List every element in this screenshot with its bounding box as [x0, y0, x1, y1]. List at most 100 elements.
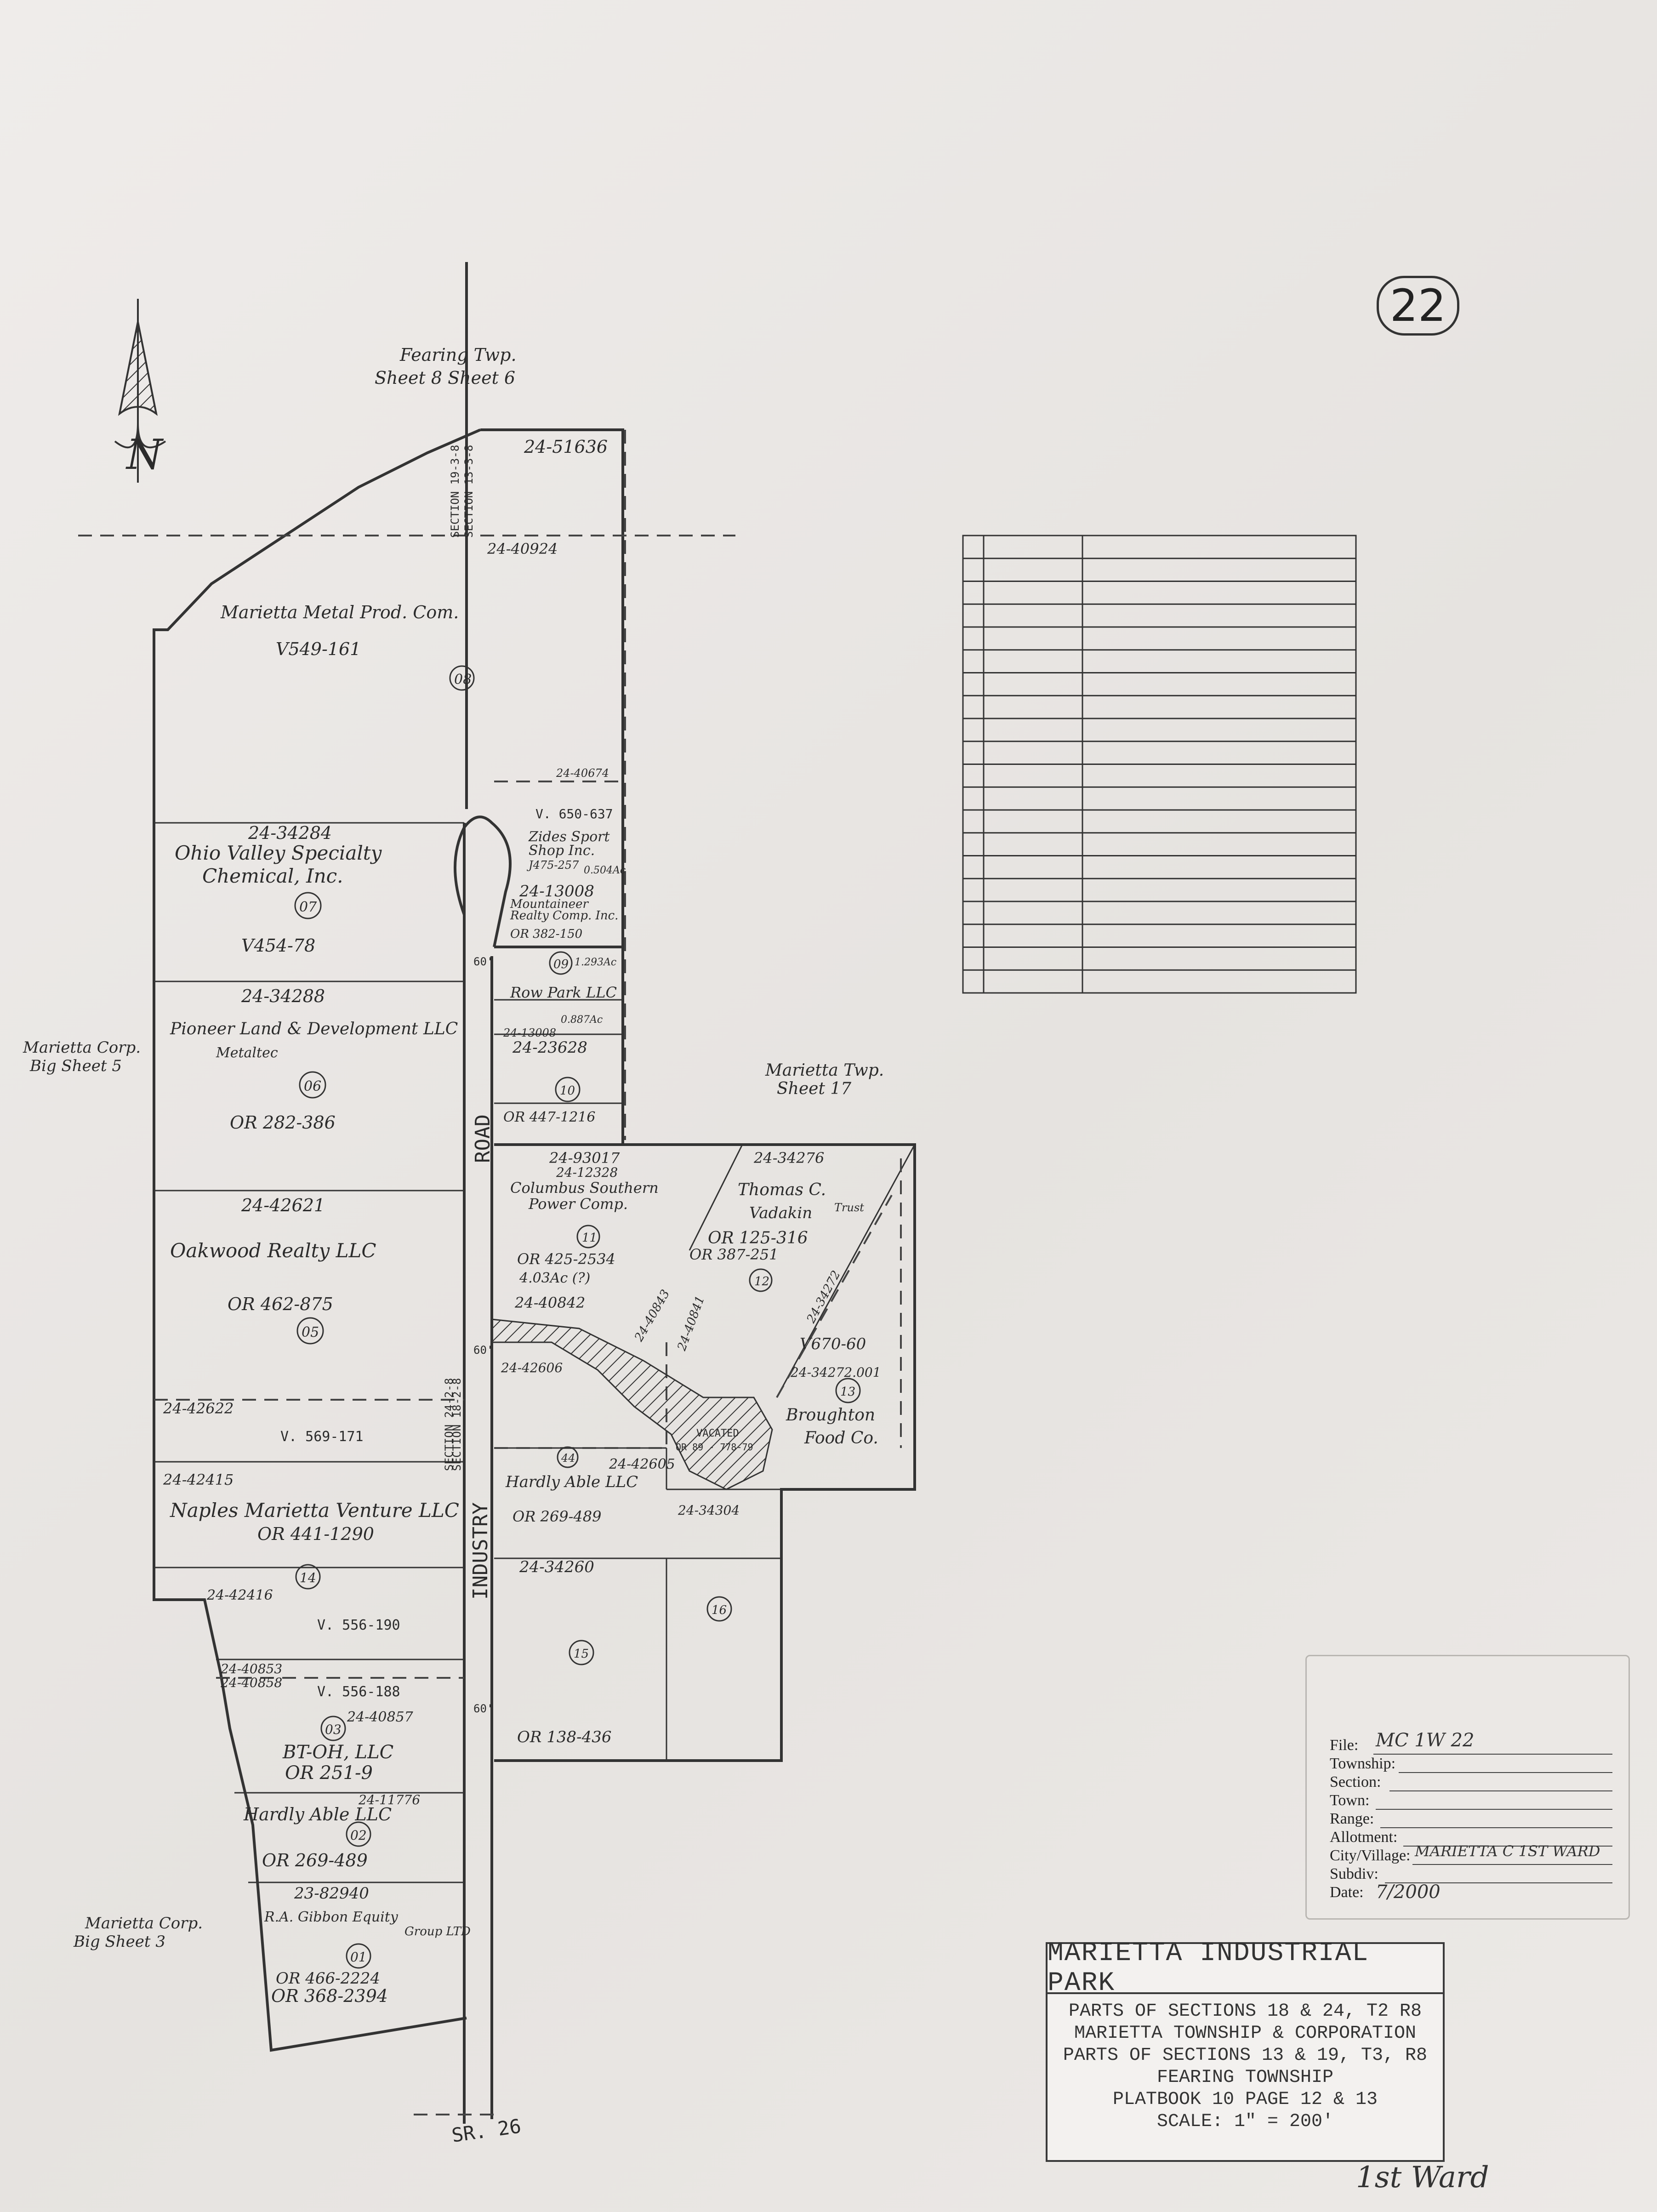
parcel-owner: Oakwood Realty LLC [170, 1239, 376, 1262]
parcel-area: 0.504Ac [584, 865, 626, 876]
lot-number: 44 [561, 1452, 575, 1465]
parcel-num: 24-42416 [206, 1587, 273, 1603]
fearing-twp-label: Fearing Twp. [399, 345, 517, 365]
parcel-book: OR 368-2394 [271, 1986, 388, 2006]
title-line-1: PARTS OF SECTIONS 18 & 24, T2 R8 [1068, 2001, 1422, 2022]
parcel-num: 24-42606 [501, 1360, 563, 1375]
lot-number: 06 [304, 1078, 321, 1095]
title-line-6: SCALE: 1" = 200' [1156, 2111, 1334, 2132]
section-label-lower: SECTION 24-2-8 [443, 1378, 456, 1471]
corp-big5-label: Marietta Corp. [23, 1038, 141, 1057]
parcel-trust: Trust [834, 1201, 864, 1214]
sr26-label: SR. 26 [450, 2115, 523, 2147]
parcel-owner: Naples Marietta Venture LLC [170, 1499, 459, 1522]
parcel-book: V. 650-637 [535, 806, 613, 821]
title-block-title: MARIETTA INDUSTRIAL PARK [1048, 1938, 1443, 1998]
parcel-area: 4.03Ac (?) [519, 1270, 590, 1286]
parcel-owner: Shop Inc. [529, 843, 595, 859]
parcel-owner: Columbus Southern [510, 1179, 659, 1197]
east-boundary-north [480, 428, 624, 768]
parcel-owner: Chemical, Inc. [202, 865, 343, 887]
file-value: MC 1W 22 [1376, 1730, 1475, 1751]
section-label-lower-b: SECTION 18-2-8 [450, 1378, 463, 1471]
parcel-owner: Power Comp. [528, 1195, 628, 1213]
road-label: ROAD [471, 1114, 495, 1163]
date-label: Date: [1330, 1884, 1364, 1901]
parcel-num: 24-34272 [804, 1268, 843, 1326]
parcel-num: 24-34288 [241, 986, 325, 1006]
parcel-num: 24-40843 [632, 1288, 673, 1345]
lot-number: 14 [300, 1570, 316, 1585]
parcel-book: OR 387-251 [689, 1246, 778, 1263]
parcel-book: V670-60 [800, 1335, 866, 1353]
parcel-owner: Realty Comp. Inc. [510, 909, 618, 923]
vacated-road-hatch [491, 1318, 773, 1490]
parcel-owner: Hardly Able LLC [243, 1804, 392, 1824]
date-value: 7/2000 [1376, 1881, 1441, 1903]
town-label: Town: [1330, 1792, 1370, 1809]
road-width-3: 60' [473, 1702, 493, 1715]
parcel-owner: Ohio Valley Specialty [175, 842, 382, 864]
parcel-num: 24-42605 [609, 1456, 675, 1472]
marietta-twp-label: Marietta Twp. [765, 1061, 884, 1080]
parcel-num: 24-40853 [220, 1661, 282, 1676]
parcel-num: 24-40858 [220, 1675, 282, 1690]
vacated-book: OR 89 - 778-79 [676, 1442, 753, 1453]
parcel-num: 24-42415 [163, 1471, 233, 1488]
lot-number: 16 [712, 1603, 727, 1617]
parcel-owner: Mountaineer [510, 897, 589, 911]
lot-number: 02 [350, 1828, 367, 1843]
parcel-num: 24-11776 [358, 1792, 420, 1807]
parcel-owner: R.A. Gibbon Equity [264, 1909, 399, 1925]
parcel-book: OR 447-1216 [503, 1109, 595, 1125]
lot-number: 13 [840, 1385, 855, 1399]
lot-number: 10 [560, 1084, 575, 1098]
parcel-owner: Vadakin [749, 1204, 812, 1222]
parcel-book: V. 556-190 [317, 1617, 400, 1633]
parcel-area: 0.887Ac [561, 1014, 603, 1026]
parcel-book: OR 425-2534 [517, 1250, 615, 1268]
industry-road-label: INDUSTRY [469, 1502, 492, 1600]
lot-number: 03 [325, 1722, 342, 1737]
parcel-num: 24-93017 [549, 1149, 620, 1167]
parcel-num: 24-34276 [753, 1149, 824, 1167]
lot-number: 11 [582, 1231, 597, 1245]
title-line-2: MARIETTA TOWNSHIP & CORPORATION [1074, 2023, 1417, 2044]
lot-number: 01 [350, 1950, 367, 1965]
corp-big3-sheet: Big Sheet 3 [73, 1933, 165, 1951]
lot-number: 08 [454, 672, 472, 688]
parcel-owner: Group LTD [404, 1925, 471, 1938]
section-label-upper-b: SECTION 13-3-8 [462, 445, 475, 538]
parcel-book: OR 282-386 [230, 1112, 336, 1133]
parcel-book: OR 462-875 [228, 1294, 333, 1314]
parcel-num: 24-42621 [241, 1195, 325, 1215]
section-label: Section: [1330, 1773, 1381, 1790]
corp-big5-sheet: Big Sheet 5 [29, 1057, 122, 1075]
parcel-owner: Food Co. [804, 1429, 878, 1448]
title-line-3: PARTS OF SECTIONS 13 & 19, T3, R8 [1063, 2045, 1428, 2066]
parcel-book: OR 382-150 [510, 927, 582, 941]
range-label: Range: [1330, 1810, 1374, 1827]
parcel-num: 24-34304 [678, 1503, 740, 1518]
sheet-number-text: 22 [1389, 280, 1446, 331]
ward-note: 1st Ward [1356, 2161, 1489, 2195]
parcel-owner: Broughton [786, 1406, 875, 1425]
parcel-owner: Pioneer Land & Development LLC [170, 1020, 458, 1038]
parcel-owner: Row Park LLC [510, 984, 617, 1001]
lot-number: 07 [299, 899, 317, 915]
section-label-upper: SECTION 19-3-8 [449, 445, 461, 538]
parcel-num: 24-34272.001 [790, 1365, 881, 1380]
parcel-owner: Marietta Metal Prod. Com. [220, 602, 459, 622]
township-label: Township: [1330, 1755, 1396, 1772]
parcel-labels-west: 24-51636 24-40924 Marietta Metal Prod. C… [163, 437, 608, 2006]
title-line-5: PLATBOOK 10 PAGE 12 & 13 [1112, 2089, 1378, 2110]
parcel-owner: Thomas C. [738, 1180, 826, 1199]
road-width-2: 60' [473, 1344, 493, 1357]
lot-number: 05 [302, 1324, 319, 1340]
parcel-book: OR 466-2224 [276, 1969, 380, 1988]
parcel-book: V549-161 [276, 639, 361, 659]
allotment-label: Allotment: [1330, 1829, 1398, 1846]
parcel-num: 24-13008 [503, 1026, 556, 1039]
